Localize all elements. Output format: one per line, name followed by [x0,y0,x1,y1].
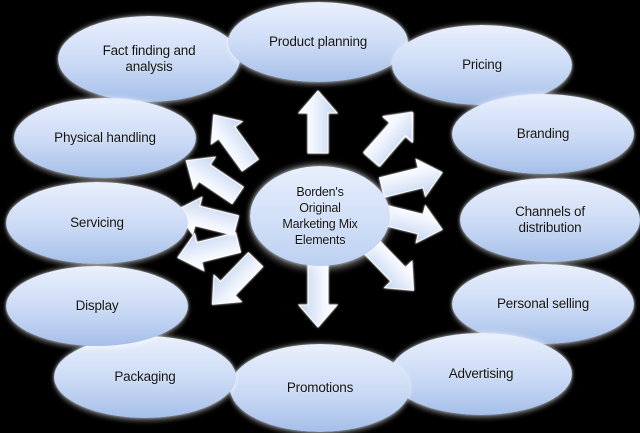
arrow-right-up-to-branding [378,158,443,198]
arrow-up-left-to-fact-finding [210,114,260,172]
node-label-fact-finding-and-analysis: Fact finding and analysis [102,42,196,74]
arrow-down-to-promotions [297,264,339,328]
node-label-packaging: Packaging [114,368,176,384]
node-label-promotions: Promotions [286,379,354,395]
node-promotions: Promotions [230,344,410,432]
node-label-product-planning: Product planning [268,33,368,49]
node-label-pricing: Pricing [462,56,502,72]
node-product-planning: Product planning [228,2,408,82]
node-label-personal-selling: Personal selling [496,295,590,311]
node-label-physical-handling: Physical handling [54,129,156,145]
node-label-display: Display [75,297,119,313]
arrow-down-right-to-personal [362,238,415,291]
node-branding: Branding [452,94,634,174]
center-node: Borden's Original Marketing Mix Elements [250,166,390,266]
node-label-channels-of-distribution: Channels of distribution [515,203,585,235]
node-display: Display [6,266,188,346]
node-servicing: Servicing [6,182,188,264]
node-fact-finding-and-analysis: Fact finding and analysis [58,16,240,102]
arrow-up-right-to-product [363,111,413,167]
node-physical-handling: Physical handling [14,98,196,178]
center-node-label: Borden's Original Marketing Mix Elements [282,185,358,247]
node-channels-of-distribution: Channels of distribution [460,178,640,262]
arrow-up [297,90,339,154]
node-advertising: Advertising [390,333,572,415]
node-personal-selling: Personal selling [452,264,634,344]
arrow-down-left-to-packaging [211,252,264,305]
arrow-left-up-to-physical [185,156,244,205]
node-label-servicing: Servicing [70,214,124,230]
node-pricing: Pricing [392,25,572,105]
arrow-left-to-servicing [175,196,240,236]
node-packaging: Packaging [54,336,236,418]
node-label-advertising: Advertising [448,365,514,381]
node-label-branding: Branding [516,125,570,141]
